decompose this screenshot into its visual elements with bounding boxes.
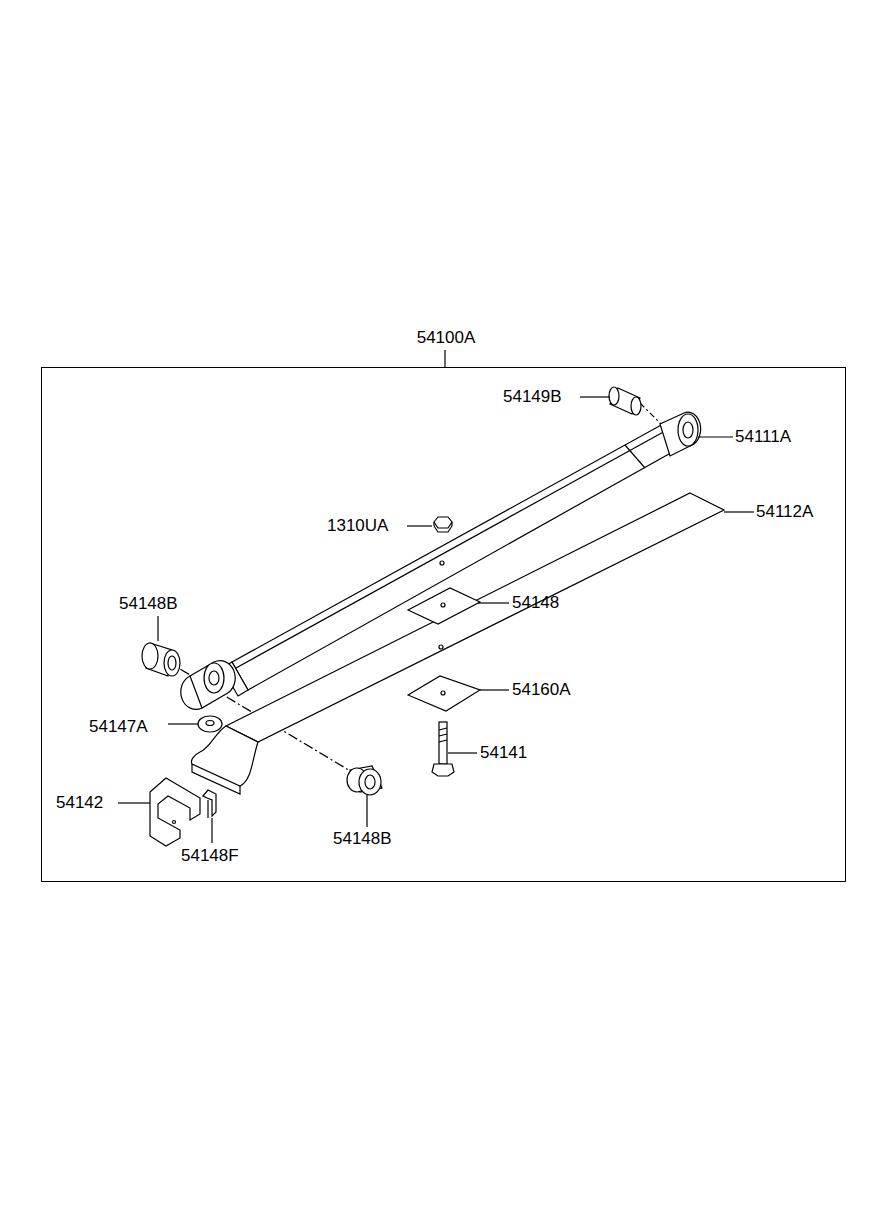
callout-number: 54111A bbox=[735, 427, 791, 447]
assembly-number: 54100A bbox=[417, 328, 476, 348]
assembly-frame: 54100A bbox=[41, 367, 846, 882]
callout-number: 1310UA bbox=[327, 516, 388, 536]
callout-number: 54160A bbox=[512, 680, 571, 700]
callout-number: 54147A bbox=[89, 717, 148, 737]
callout-number: 54112A bbox=[756, 502, 813, 522]
callout-number: 54142 bbox=[56, 793, 103, 813]
callout-number: 54148 bbox=[512, 593, 559, 613]
callout-number: 54141 bbox=[480, 743, 527, 763]
callout-number: 54148F bbox=[181, 846, 239, 866]
callout-number: 54149B bbox=[503, 387, 562, 407]
callout-number: 54148B bbox=[119, 594, 178, 614]
callout-number: 54148B bbox=[333, 829, 392, 849]
